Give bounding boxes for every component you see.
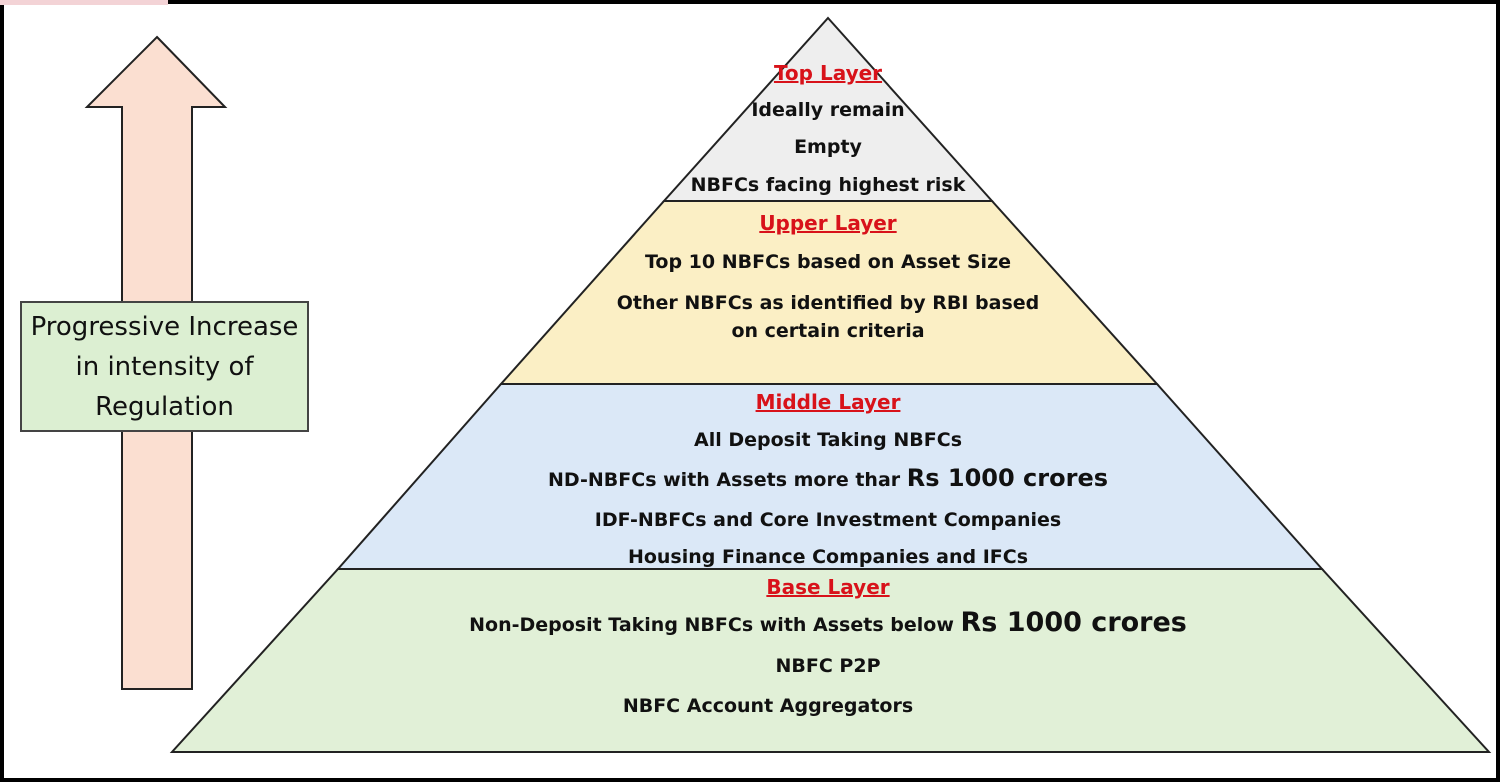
base-layer-line-1-text: Non-Deposit Taking NBFCs with Assets bel… (469, 614, 954, 636)
middle-layer-line-4: Housing Finance Companies and IFCs (627, 546, 1029, 568)
middle-layer-line-3: IDF-NBFCs and Core Investment Companies (594, 509, 1062, 531)
middle-layer-line-2-text: ND-NBFCs with Assets more thar (547, 469, 901, 491)
base-layer-line-1: Non-Deposit Taking NBFCs with Assets bel… (458, 609, 1198, 637)
top-layer-title: Top Layer (773, 61, 883, 85)
upper-layer-title: Upper Layer (759, 211, 897, 235)
upper-layer-line-1: Top 10 NBFCs based on Asset Size (644, 251, 1012, 273)
middle-layer-title: Middle Layer (755, 390, 901, 414)
middle-layer-line-1: All Deposit Taking NBFCs (693, 429, 962, 451)
middle-layer-line-2: ND-NBFCs with Assets more thar Rs 1000 c… (508, 466, 1148, 492)
regulation-intensity-label: Progressive Increase in intensity of Reg… (30, 311, 299, 422)
pyramid-graphic (84, 16, 1492, 753)
upper-layer-line-2: Other NBFCs as identified by RBI based o… (616, 292, 1040, 342)
base-layer-line-2: NBFC P2P (775, 655, 881, 677)
top-layer-line-1: Ideally remain (751, 99, 905, 121)
middle-layer-amount: Rs 1000 crores (906, 464, 1109, 492)
base-layer-band (169, 568, 1492, 753)
base-layer-line-3: NBFC Account Aggregators (622, 695, 914, 717)
regulation-intensity-box: Progressive Increase in intensity of Reg… (20, 301, 309, 432)
corner-tab (0, 0, 168, 5)
top-layer-line-2: Empty (794, 136, 862, 158)
base-layer-amount: Rs 1000 crores (960, 607, 1187, 638)
diagram-canvas: Progressive Increase in intensity of Reg… (4, 4, 1496, 778)
top-layer-line-3: NBFCs facing highest risk (690, 174, 966, 196)
base-layer-title: Base Layer (766, 575, 890, 599)
